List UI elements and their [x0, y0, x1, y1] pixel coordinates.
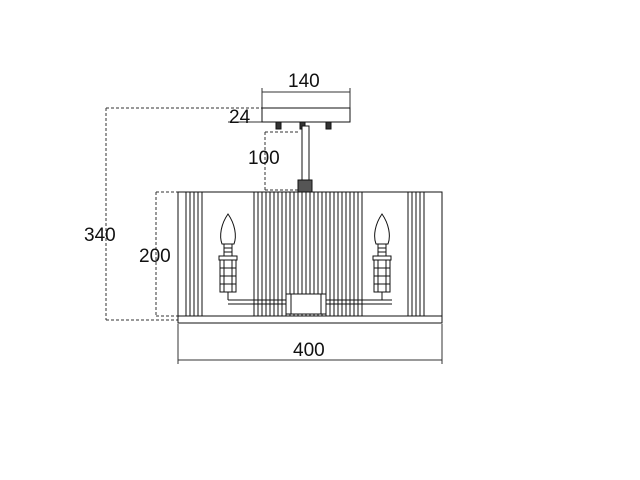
canopy-plate	[261, 107, 351, 123]
candle-bulb-left-icon	[218, 213, 238, 300]
dim-label-canopy-width: 140	[288, 71, 320, 92]
dim-label-overall-height: 340	[84, 225, 116, 246]
stem	[297, 125, 313, 193]
shade-rods-left	[185, 192, 203, 316]
stem-rod	[301, 125, 310, 185]
dimension-lines	[105, 88, 443, 364]
shade	[177, 191, 443, 324]
stem-collar	[297, 179, 313, 193]
dim-label-stem-length: 100	[248, 148, 280, 169]
candle-bulb-right-icon	[372, 213, 392, 300]
dim-label-shade-height: 200	[139, 246, 171, 267]
shade-rods-center	[253, 192, 363, 316]
lamp	[177, 107, 443, 324]
shade-base	[177, 315, 443, 324]
dim-label-canopy-height: 24	[229, 107, 251, 128]
dim-label-shade-width: 400	[293, 340, 325, 361]
lamp-center-hub	[285, 293, 327, 315]
canopy-screw-1	[275, 121, 282, 130]
canopy-screw-3	[325, 121, 332, 130]
shade-rods-right	[407, 192, 425, 316]
